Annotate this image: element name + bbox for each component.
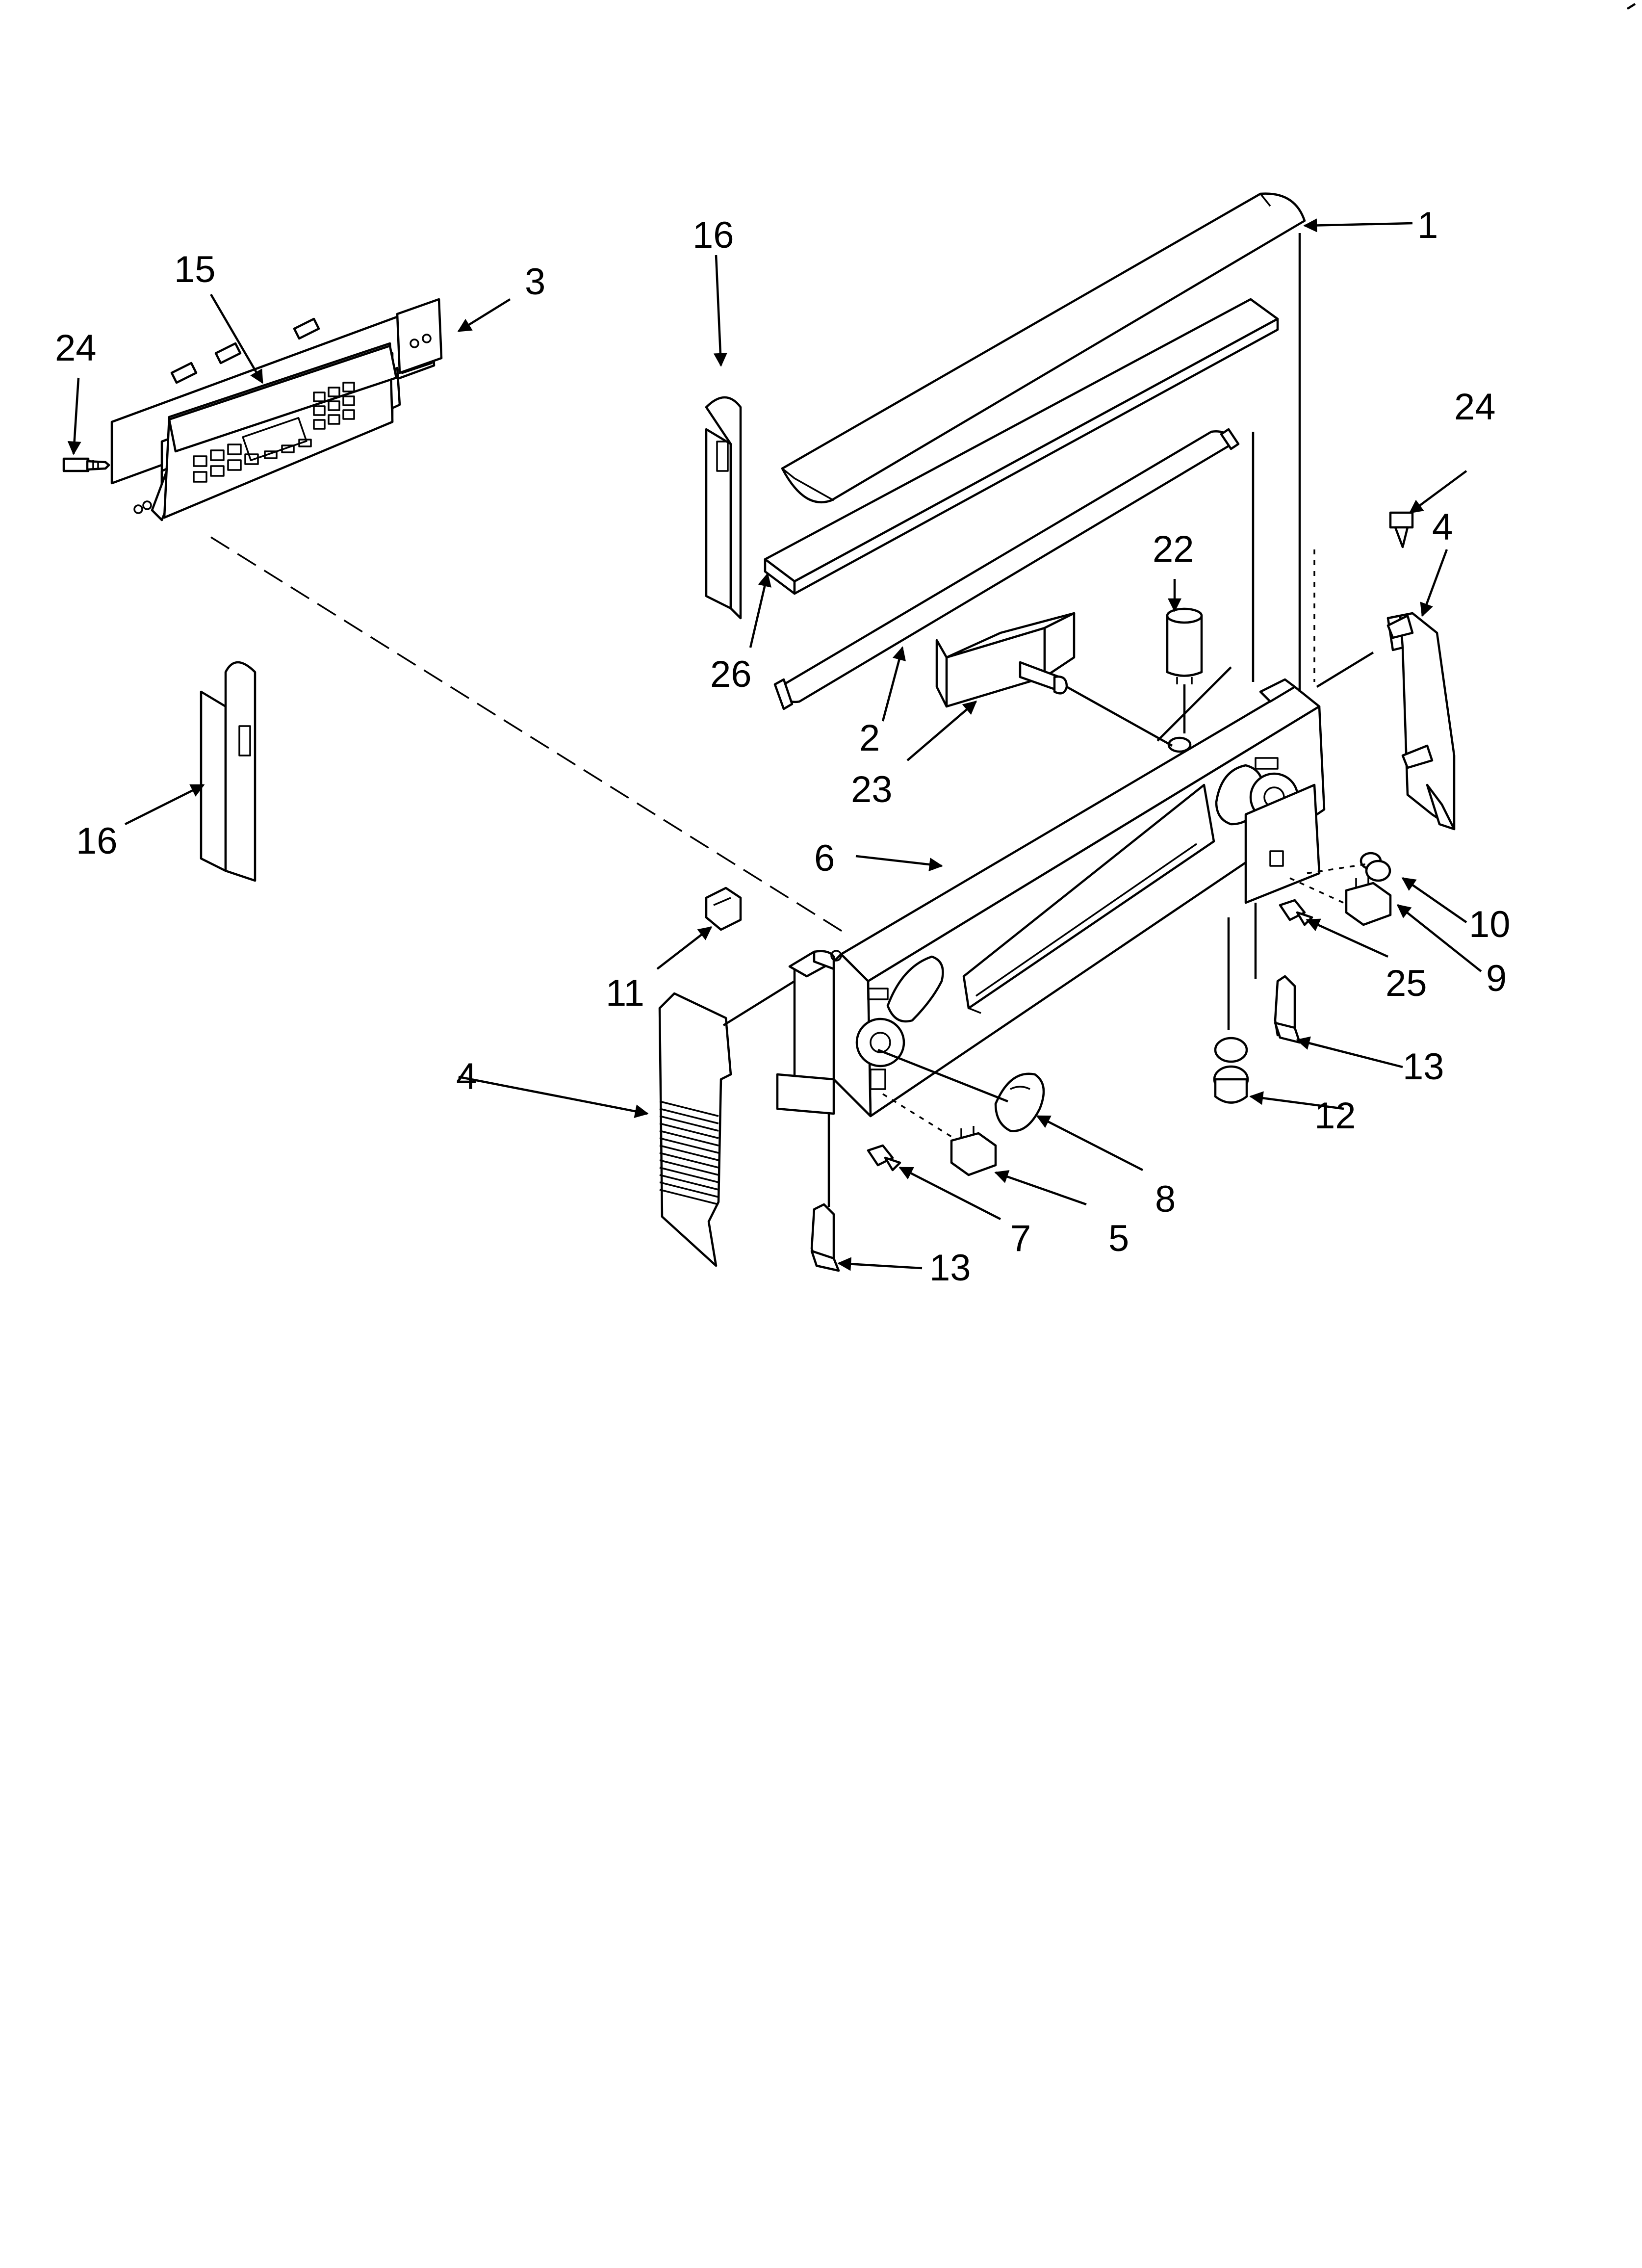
- callout-3: 3: [525, 261, 545, 303]
- callout-16-top: 16: [693, 214, 734, 256]
- part-control-console: [776, 678, 1326, 1118]
- callout-15: 15: [174, 249, 216, 290]
- callout-leaders: [67, 218, 1482, 1271]
- part-knob-ring: [1213, 1037, 1249, 1104]
- callout-11: 11: [606, 972, 644, 1014]
- callout-25: 25: [1385, 963, 1427, 1004]
- callout-26: 26: [710, 653, 752, 695]
- part-bracket-right: [1274, 975, 1301, 1044]
- callout-5: 5: [1108, 1218, 1129, 1259]
- part-knob: [994, 1072, 1045, 1132]
- part-electronic-control-panel: [110, 298, 443, 521]
- callout-24-left: 24: [55, 327, 97, 369]
- part-fluorescent-lamp: [773, 428, 1240, 710]
- part-lamp-ballast: [935, 612, 1076, 708]
- callout-24-right: 24: [1454, 386, 1496, 428]
- callout-16-left: 16: [76, 820, 118, 862]
- part-clip: [705, 886, 742, 931]
- part-endcap-right: [1386, 612, 1456, 831]
- part-capacitor: [1166, 607, 1203, 684]
- callout-8: 8: [1155, 1178, 1176, 1220]
- callout-22: 22: [1153, 528, 1194, 570]
- part-endcap-left: [658, 992, 732, 1267]
- callout-1: 1: [1417, 205, 1438, 246]
- part-screw-left: [62, 457, 110, 472]
- part-grommet: [1360, 852, 1391, 882]
- corner-mark: [1626, 3, 1636, 10]
- part-side-trim-upper: [705, 396, 742, 620]
- callout-4-left: 4: [456, 1056, 477, 1097]
- callout-13-right: 13: [1403, 1046, 1444, 1088]
- part-switch-left: [950, 1126, 997, 1176]
- callout-9: 9: [1486, 958, 1507, 999]
- keypad-buttons: [193, 382, 355, 483]
- callout-4-right: 4: [1432, 506, 1453, 548]
- part-screw-7: [867, 1144, 901, 1172]
- callout-7: 7: [1010, 1218, 1031, 1259]
- callout-6: 6: [814, 837, 835, 879]
- callout-23: 23: [851, 769, 893, 810]
- part-screw-25: [1279, 899, 1313, 926]
- part-glass-strip: [764, 298, 1279, 595]
- part-screw-right: [1389, 511, 1414, 548]
- callout-labels: 1 2 3 4 4 5 6 7 8 9 10 11 12 13 13 15 16…: [55, 205, 1511, 1289]
- callout-10: 10: [1469, 904, 1511, 945]
- part-side-trim-lower: [200, 661, 257, 882]
- assembly-lines: [210, 233, 1374, 1207]
- callout-12: 12: [1314, 1095, 1356, 1137]
- endcap-ribs: [659, 1100, 719, 1205]
- callout-13-left: 13: [929, 1247, 971, 1289]
- part-switch-right: [1345, 876, 1392, 926]
- callout-2: 2: [859, 717, 880, 759]
- part-bracket-left: [810, 1203, 840, 1272]
